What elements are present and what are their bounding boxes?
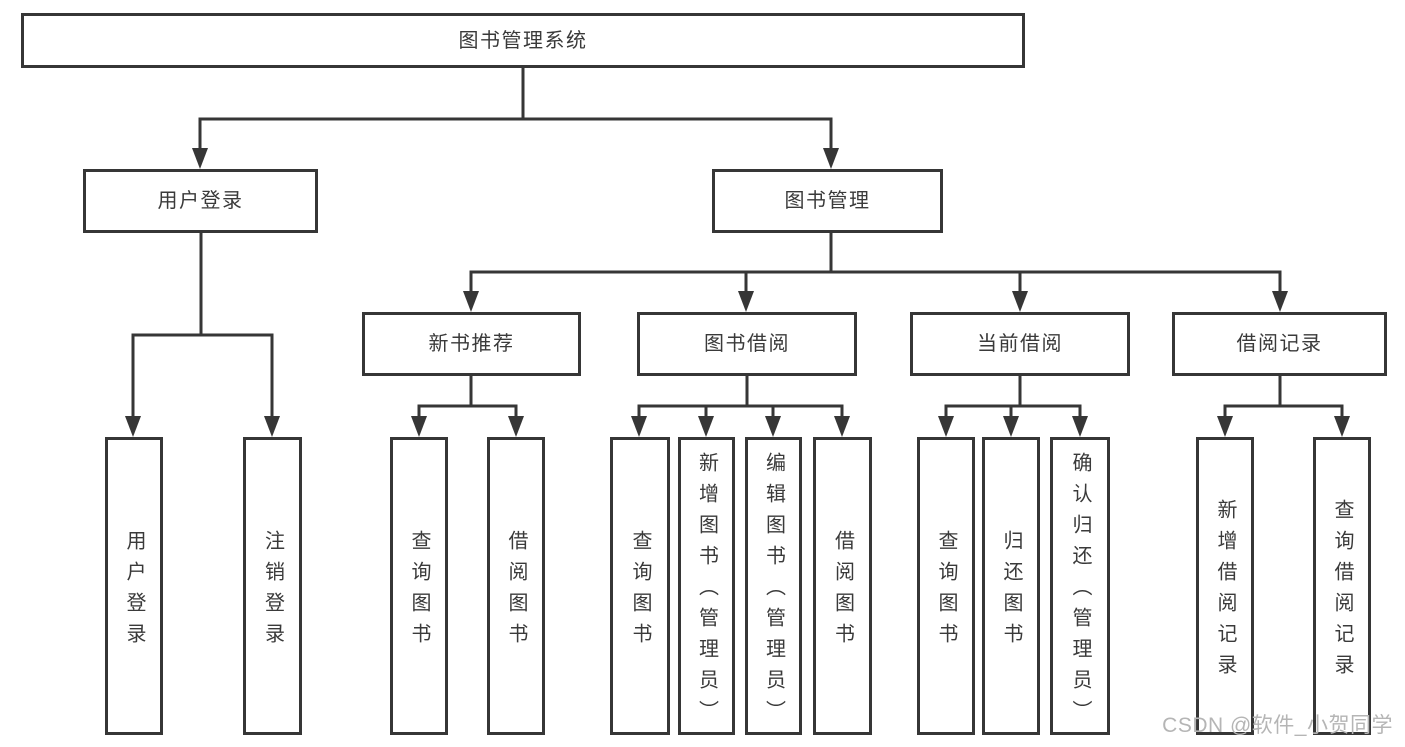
leaf-label: 新增图书（管理员）	[695, 452, 718, 731]
leaf-label: 借阅图书	[831, 529, 854, 654]
leaf-label: 归还图书	[1000, 529, 1022, 654]
arrowheads	[125, 148, 1350, 437]
node-label: 图书管理	[784, 190, 871, 212]
edge-borrow-records-to-leaves	[1223, 376, 1344, 418]
arrow-down-icon	[834, 416, 850, 437]
node-user-login: 用户登录	[83, 169, 318, 233]
node-borrow-records: 借阅记录	[1172, 312, 1387, 376]
leaf-label: 查询图书	[408, 529, 430, 654]
leaf-query-borrow-record: 查询借阅记录	[1313, 437, 1371, 735]
leaf-logout: 注销登录	[243, 437, 302, 735]
node-label: 图书借阅	[704, 333, 790, 355]
arrow-down-icon	[411, 416, 427, 437]
edge-root-to-level2	[198, 68, 833, 150]
arrow-down-icon	[1072, 416, 1088, 437]
node-book-management: 图书管理	[712, 169, 943, 233]
leaf-return-books: 归还图书	[982, 437, 1040, 735]
arrow-down-icon	[631, 416, 647, 437]
node-label: 当前借阅	[977, 333, 1063, 355]
arrow-down-icon	[1334, 416, 1350, 437]
leaf-borrow-books-recommend: 借阅图书	[487, 437, 545, 735]
arrow-down-icon	[765, 416, 781, 437]
arrow-down-icon	[1012, 291, 1028, 312]
leaf-query-books-current: 查询图书	[917, 437, 975, 735]
arrow-down-icon	[1003, 416, 1019, 437]
leaf-confirm-return-admin: 确认归还（管理员）	[1050, 437, 1110, 735]
leaf-label: 新增借阅记录	[1214, 498, 1236, 685]
leaf-label: 查询图书	[629, 529, 651, 654]
edge-current-borrow-to-leaves	[944, 376, 1082, 418]
edge-book-borrow-to-leaves	[637, 376, 844, 418]
leaf-label: 注销登录	[261, 529, 284, 654]
arrow-down-icon	[1217, 416, 1233, 437]
arrow-down-icon	[508, 416, 524, 437]
edge-book-management-to-level3	[469, 233, 1282, 293]
leaf-edit-books-admin: 编辑图书（管理员）	[745, 437, 802, 735]
leaf-label: 查询图书	[935, 529, 957, 654]
leaf-add-books-admin: 新增图书（管理员）	[678, 437, 735, 735]
leaf-label: 借阅图书	[505, 529, 527, 654]
node-book-borrow: 图书借阅	[637, 312, 857, 376]
tree-edges	[131, 68, 1344, 418]
node-current-borrow: 当前借阅	[910, 312, 1130, 376]
leaf-label: 确认归还（管理员）	[1069, 452, 1091, 731]
leaf-label: 用户登录	[123, 529, 145, 654]
arrow-down-icon	[463, 291, 479, 312]
leaf-query-books-borrow: 查询图书	[610, 437, 670, 735]
arrow-down-icon	[938, 416, 954, 437]
leaf-user-login: 用户登录	[105, 437, 163, 735]
leaf-borrow-books: 借阅图书	[813, 437, 872, 735]
arrow-down-icon	[192, 148, 208, 169]
arrow-down-icon	[698, 416, 714, 437]
node-label: 用户登录	[157, 190, 244, 212]
leaf-query-books-recommend: 查询图书	[390, 437, 448, 735]
arrow-down-icon	[738, 291, 754, 312]
edge-user-login-to-leaves	[131, 233, 274, 418]
node-label: 借阅记录	[1236, 333, 1323, 355]
node-label: 新书推荐	[428, 333, 515, 355]
edge-new-book-to-leaves	[417, 376, 518, 418]
leaf-label: 编辑图书（管理员）	[762, 452, 785, 731]
node-root-label: 图书管理系统	[458, 29, 588, 52]
leaf-add-borrow-record: 新增借阅记录	[1196, 437, 1254, 735]
arrow-down-icon	[125, 416, 141, 437]
csdn-watermark: CSDN @软件_小贺同学	[1162, 714, 1393, 737]
arrow-down-icon	[1272, 291, 1288, 312]
arrow-down-icon	[823, 148, 839, 169]
leaf-label: 查询借阅记录	[1331, 498, 1353, 685]
arrow-down-icon	[264, 416, 280, 437]
node-new-book-recommend: 新书推荐	[362, 312, 581, 376]
node-root: 图书管理系统	[21, 13, 1025, 68]
